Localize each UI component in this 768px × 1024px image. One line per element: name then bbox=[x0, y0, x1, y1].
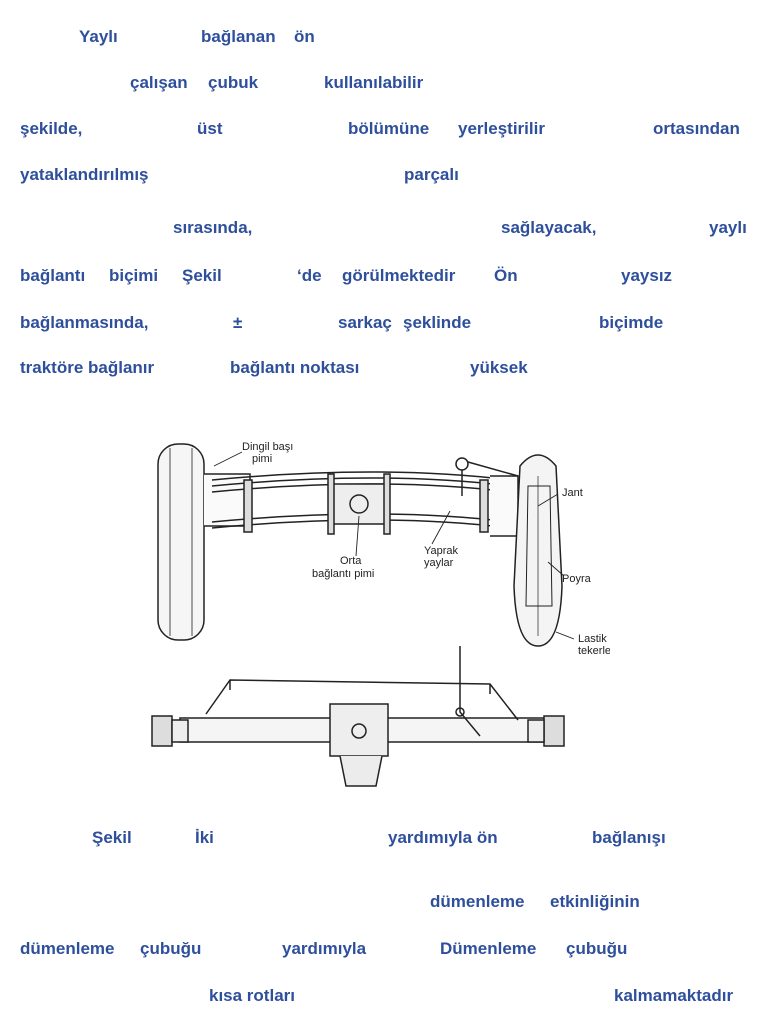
word: kısa rotları bbox=[209, 986, 295, 1005]
word: yerleştirilir bbox=[458, 119, 545, 138]
word: ortasından bbox=[653, 119, 740, 138]
word: çubuğu bbox=[140, 939, 202, 958]
word: yaysız bbox=[621, 266, 673, 285]
word: ‘de bbox=[297, 266, 322, 285]
word: bağlanmasında, bbox=[20, 313, 149, 332]
label-tekerlek: tekerlek bbox=[578, 645, 610, 657]
label-yaprak: Yaprak bbox=[424, 545, 459, 557]
label-jant: Jant bbox=[562, 487, 583, 499]
word: çalışan bbox=[130, 73, 188, 92]
word: sağlayacak, bbox=[501, 218, 597, 237]
word: Yaylı bbox=[79, 27, 118, 46]
word: sırasında, bbox=[173, 218, 253, 237]
word: bölümüne bbox=[348, 119, 430, 138]
word: kalmamaktadır bbox=[614, 986, 734, 1005]
word: yardımıyla bbox=[282, 939, 367, 958]
label-yaylar: yaylar bbox=[424, 557, 454, 569]
caption-word: yardımıyla ön bbox=[388, 828, 498, 847]
word: dümenleme bbox=[20, 939, 115, 958]
caption-word: İki bbox=[195, 828, 214, 847]
caption-word: bağlanışı bbox=[592, 828, 666, 847]
word: parçalı bbox=[404, 165, 459, 184]
word: biçimi bbox=[109, 266, 159, 285]
label-lastik: Lastik bbox=[578, 633, 607, 645]
word: bağlantı bbox=[20, 266, 86, 285]
label-baglanti-pimi: bağlantı pimi bbox=[312, 568, 374, 580]
word: görülmektedir bbox=[342, 266, 456, 285]
word: yaylı bbox=[709, 218, 747, 237]
word: kullanılabilir bbox=[324, 73, 424, 92]
caption-word: Şekil bbox=[92, 828, 132, 847]
word: ön bbox=[294, 27, 315, 46]
label-pimi: pimi bbox=[252, 453, 272, 465]
word: yüksek bbox=[470, 358, 528, 377]
word: şeklinde bbox=[403, 313, 472, 332]
word: yataklandırılmış bbox=[20, 165, 149, 184]
word: Ön bbox=[494, 266, 518, 285]
word: çubuk bbox=[208, 73, 259, 92]
label-dingil-basi: Dingil başı bbox=[242, 441, 293, 453]
word: etkinliğinin bbox=[550, 892, 640, 911]
word: ± bbox=[233, 313, 243, 332]
word: Dümenleme bbox=[440, 939, 537, 958]
word: çubuğu bbox=[566, 939, 628, 958]
label-poyra: Poyra bbox=[562, 573, 592, 585]
word: bağlantı noktası bbox=[230, 358, 360, 377]
word: bağlanan bbox=[201, 27, 276, 46]
word: şekilde, bbox=[20, 119, 83, 138]
word: sarkaç bbox=[338, 313, 392, 332]
word: biçimde bbox=[599, 313, 664, 332]
label-orta: Orta bbox=[340, 555, 362, 567]
word: Şekil bbox=[182, 266, 222, 285]
front-axle-figure: Dingil başı pimi Jant Yaprak yaylar Orta… bbox=[151, 441, 610, 787]
word: üst bbox=[197, 119, 223, 138]
word: traktöre bağlanır bbox=[20, 358, 155, 377]
word: dümenleme bbox=[430, 892, 525, 911]
